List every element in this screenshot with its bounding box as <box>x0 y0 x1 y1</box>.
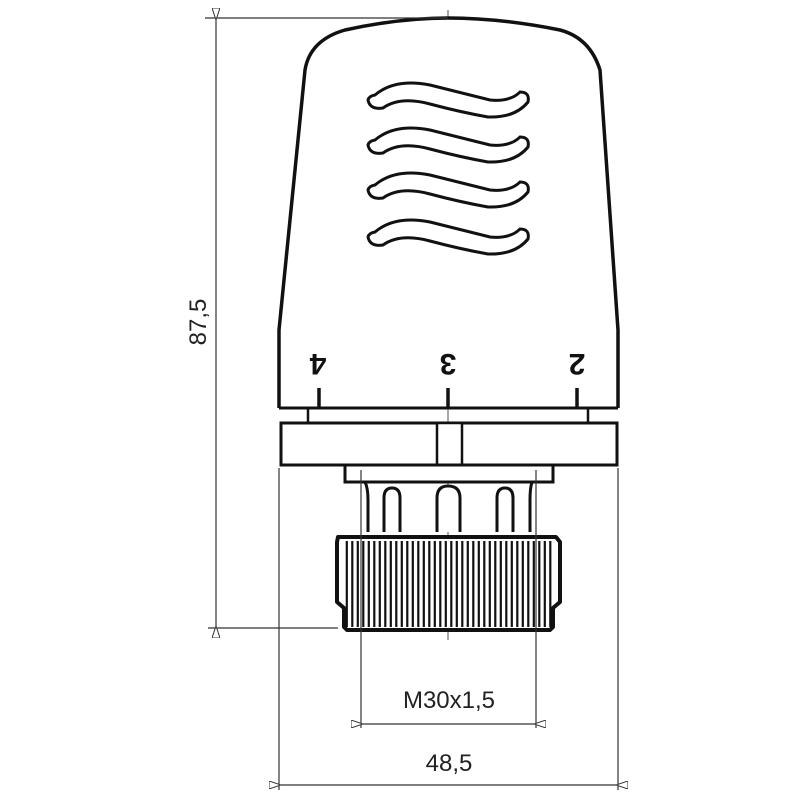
scale-marks: 4 3 2 <box>309 347 585 408</box>
dimension-height: 87,5 <box>185 18 448 628</box>
adapter-plate <box>343 463 555 484</box>
wave-slots <box>366 81 530 256</box>
dimension-thread: M30x1,5 <box>363 687 534 724</box>
pins <box>363 481 534 532</box>
svg-text:4: 4 <box>309 347 326 380</box>
scale-mark-2: 2 <box>569 347 586 408</box>
knurled-nut <box>335 535 562 632</box>
scale-mark-4: 4 <box>309 347 326 408</box>
height-label: 87,5 <box>185 299 212 346</box>
svg-text:3: 3 <box>440 347 457 380</box>
width-label: 48,5 <box>426 750 473 777</box>
collar-ring <box>279 421 619 467</box>
svg-text:2: 2 <box>569 347 586 380</box>
thread-label: M30x1,5 <box>403 687 495 714</box>
dimension-width: 48,5 <box>281 750 616 785</box>
scale-mark-3: 3 <box>440 347 457 408</box>
